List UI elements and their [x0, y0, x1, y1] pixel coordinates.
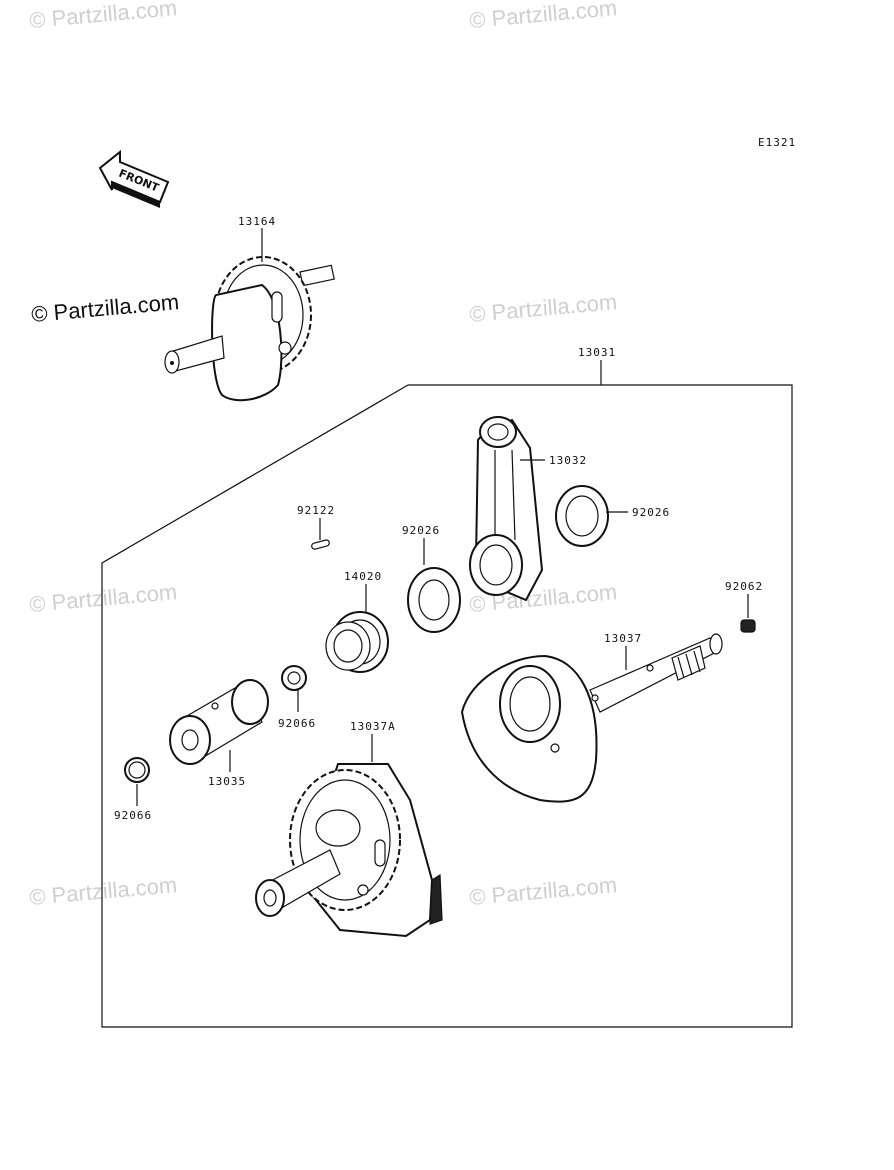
watermark: © Partzilla.com [28, 579, 178, 617]
part-label: 92066 [278, 717, 316, 730]
part-label: 13031 [578, 346, 616, 359]
watermark: © Partzilla.com [28, 872, 178, 910]
part-label: 92062 [725, 580, 763, 593]
washer-92026-right [555, 485, 609, 547]
part-label: 13164 [238, 215, 276, 228]
part-label: 92026 [402, 524, 440, 537]
watermark: © Partzilla.com [468, 0, 618, 33]
part-label: 92122 [297, 504, 335, 517]
part-label: 14020 [344, 570, 382, 583]
connecting-rod-13032 [469, 416, 544, 602]
nut-92062 [740, 619, 756, 633]
watermark: © Partzilla.com [468, 872, 618, 910]
washer-92026-left [407, 567, 461, 633]
part-label: 13035 [208, 775, 246, 788]
front-arrow-icon: FRONT [98, 149, 170, 208]
crank-half-gear-13037A [255, 763, 443, 938]
part-label: 92026 [632, 506, 670, 519]
bushing-92066-right [281, 665, 307, 691]
part-label: 13032 [549, 454, 587, 467]
crankshaft-gear-13164 [164, 256, 335, 402]
watermark: © Partzilla.com [28, 0, 178, 33]
watermark: © Partzilla.com [468, 289, 618, 327]
diagram-code: E1321 [758, 136, 796, 149]
bushing-92066-left [124, 757, 150, 783]
crank-pin-13035 [169, 679, 269, 765]
part-label: 13037A [350, 720, 396, 733]
watermark: © Partzilla.com [30, 289, 180, 327]
crank-half-13037 [460, 633, 723, 803]
assembly-outline [101, 384, 793, 1028]
pin-92122 [311, 539, 330, 550]
part-label: 13037 [604, 632, 642, 645]
part-label: 92066 [114, 809, 152, 822]
needle-bearing-14020 [325, 611, 389, 673]
